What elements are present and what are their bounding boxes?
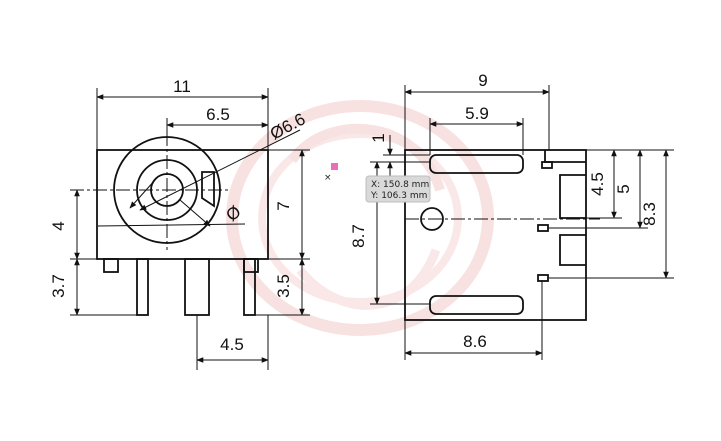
tooltip-x-readout: X: 150.8 mm (371, 180, 429, 190)
dim-center-offset-label: 6.5 (206, 105, 230, 124)
dim-top-offset-label: 1 (369, 133, 388, 142)
dim-pin-spacing-label: 4.5 (220, 335, 244, 354)
cursor-readout: × X: 150.8 mm Y: 106.3 mm (324, 163, 431, 203)
side-bottom-slot (429, 295, 524, 315)
dim-slot-height-label: 8.7 (349, 224, 368, 248)
dim-center-height-label: 4 (49, 221, 68, 230)
dim-pin-row-1-label: 4.5 (588, 172, 607, 196)
dim-width-label: 11 (173, 77, 191, 96)
side-locator-hole (420, 207, 444, 231)
diameter-leader-outer (139, 129, 301, 211)
dim-bottom-width-label: 8.6 (463, 332, 487, 351)
dim-pin-length-label: 3.7 (49, 274, 68, 298)
dim-inner-diameter-label: Ø (222, 202, 244, 225)
dim-hole-diameter-label: Ø6.6 (267, 109, 308, 143)
dim-pin-extension-label: 3.5 (274, 274, 293, 298)
tooltip-y-readout: Y: 106.3 mm (370, 191, 427, 201)
front-body-outline (96, 149, 269, 260)
front-pin-center (184, 258, 210, 316)
watermark-logo (226, 100, 494, 336)
front-view: 11 6.5 Ø6.6 Ø 7 4 3.7 3.5 4.5 (49, 77, 310, 370)
side-pin-2 (537, 224, 549, 232)
front-pin-right-stub (243, 258, 259, 273)
side-top-slot (429, 154, 524, 174)
coordinate-tooltip (365, 175, 431, 203)
side-pin-3 (537, 274, 549, 282)
diameter-leader-inner (97, 223, 246, 227)
side-pin-1 (541, 161, 553, 169)
front-pin-left (136, 258, 149, 316)
dim-depth-label: 9 (478, 71, 487, 90)
cursor-marker-icon (331, 163, 338, 170)
side-view: 9 5.9 1 8.7 4.5 5 8.3 (349, 71, 674, 360)
dim-pin-slot-label: 5.9 (465, 104, 489, 123)
front-pin-left-stub (103, 258, 119, 273)
dim-height-label: 7 (274, 201, 293, 210)
dim-pin-row-2-label: 5 (614, 184, 633, 193)
front-latch-tab (201, 171, 215, 208)
cursor-cross-icon: × (324, 173, 332, 183)
dim-total-height-label: 8.3 (640, 202, 659, 226)
